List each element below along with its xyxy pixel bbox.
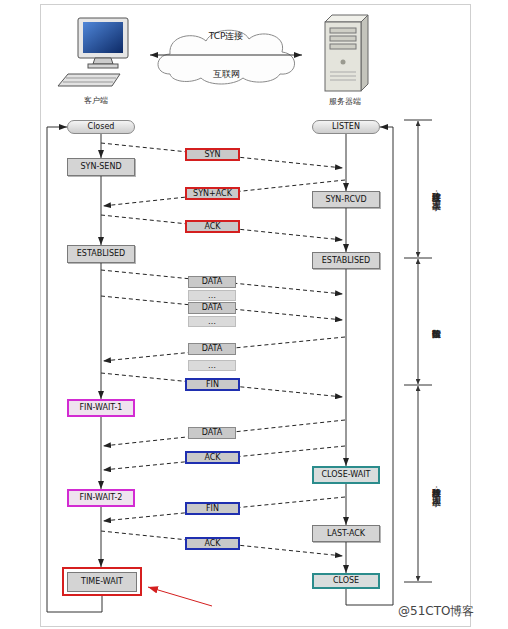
state-box: FIN-WAIT-1 (67, 399, 135, 417)
node-text: ESTABLISED (322, 257, 370, 265)
state-box: TIME-WAIT (62, 567, 142, 596)
state-box: ESTABLISED (67, 245, 135, 263)
node-text: CLOSE-WAIT (322, 471, 371, 479)
state-box: SYN-SEND (67, 158, 135, 176)
node-text: CLOSE (333, 577, 359, 585)
timeline-arrow (101, 507, 102, 567)
timeline-arrow (101, 176, 102, 245)
state-box: ESTABLISED (312, 252, 380, 269)
ellipsis-box: … (188, 316, 236, 327)
device-label: 客户端 (70, 95, 122, 106)
message-box: DATA (188, 427, 236, 439)
node-text: ACK (204, 454, 220, 462)
timeline-arrow (47, 127, 102, 612)
node-text: ESTABLISED (77, 250, 125, 258)
node-text: FIN-WAIT-2 (80, 494, 123, 502)
state-box: CLOSE-WAIT (312, 466, 380, 484)
node-text: … (208, 292, 216, 300)
timeline-arrow (346, 208, 347, 252)
state-box: SYN-RCVD (312, 191, 380, 208)
phase-label: 数据传输阶段 (431, 262, 442, 382)
ellipsis-box: … (188, 360, 236, 371)
message-box: FIN (185, 378, 240, 391)
message-box: DATA (188, 343, 236, 355)
node-text: ACK (204, 223, 220, 231)
node-text: TIME-WAIT (67, 572, 137, 592)
timeline-arrow (346, 134, 347, 191)
node-text: … (208, 318, 216, 326)
phase-bracket (404, 120, 432, 582)
node-text: TCP连接 (209, 32, 244, 41)
timeline-arrow (346, 269, 347, 466)
message-arrows (101, 143, 345, 556)
node-text: DATA (202, 345, 223, 353)
timeline-arrow (101, 263, 102, 399)
message-box: ACK (185, 451, 240, 464)
node-text: Closed (88, 123, 115, 131)
node-text: DATA (202, 278, 223, 286)
state-box: CLOSE (312, 573, 380, 589)
node-text: 互联网 (213, 70, 240, 79)
watermark: @51CTO博客 (398, 603, 474, 620)
message-box: ACK (185, 537, 240, 550)
node-text: LAST-ACK (327, 530, 365, 538)
state-box: LAST-ACK (312, 525, 380, 542)
node-text: DATA (202, 304, 223, 312)
state-pill: Closed (67, 120, 135, 134)
client-computer-icon (58, 18, 128, 86)
timeline-arrow (101, 134, 102, 158)
message-box: ACK (185, 220, 240, 233)
node-text: SYN (205, 151, 221, 159)
message-box: SYN (185, 148, 240, 161)
node-text: FIN-WAIT-1 (80, 404, 123, 412)
node-text: … (208, 362, 216, 370)
message-box: DATA (188, 302, 236, 314)
node-text: ACK (204, 540, 220, 548)
pointer-arrow (148, 587, 212, 606)
state-pill: LISTEN (312, 120, 380, 134)
ellipsis-box: … (188, 290, 236, 301)
timeline-arrow (346, 542, 347, 573)
node-text: SYN-SEND (80, 163, 121, 171)
timeline-arrow (346, 484, 347, 525)
node-text: SYN-RCVD (325, 196, 366, 204)
node-text: DATA (202, 429, 223, 437)
outer-frame (41, 5, 471, 627)
phase-label: 连接建立阶段：三次握手 (431, 122, 442, 256)
message-box: FIN (185, 502, 240, 515)
phase-label: 连接释放阶段：四次握手 (431, 390, 442, 580)
message-box: DATA (188, 276, 236, 288)
node-text: LISTEN (332, 123, 360, 131)
node-text: FIN (206, 381, 219, 389)
cloud-shape: TCP连接互联网 (150, 24, 302, 86)
device-label: 服务器端 (318, 96, 372, 107)
node-text: SYN+ACK (193, 190, 232, 198)
state-box: FIN-WAIT-2 (67, 489, 135, 507)
message-box: SYN+ACK (185, 187, 240, 200)
node-text: FIN (206, 505, 219, 513)
timeline-arrow (101, 417, 102, 489)
server-icon (325, 15, 368, 91)
